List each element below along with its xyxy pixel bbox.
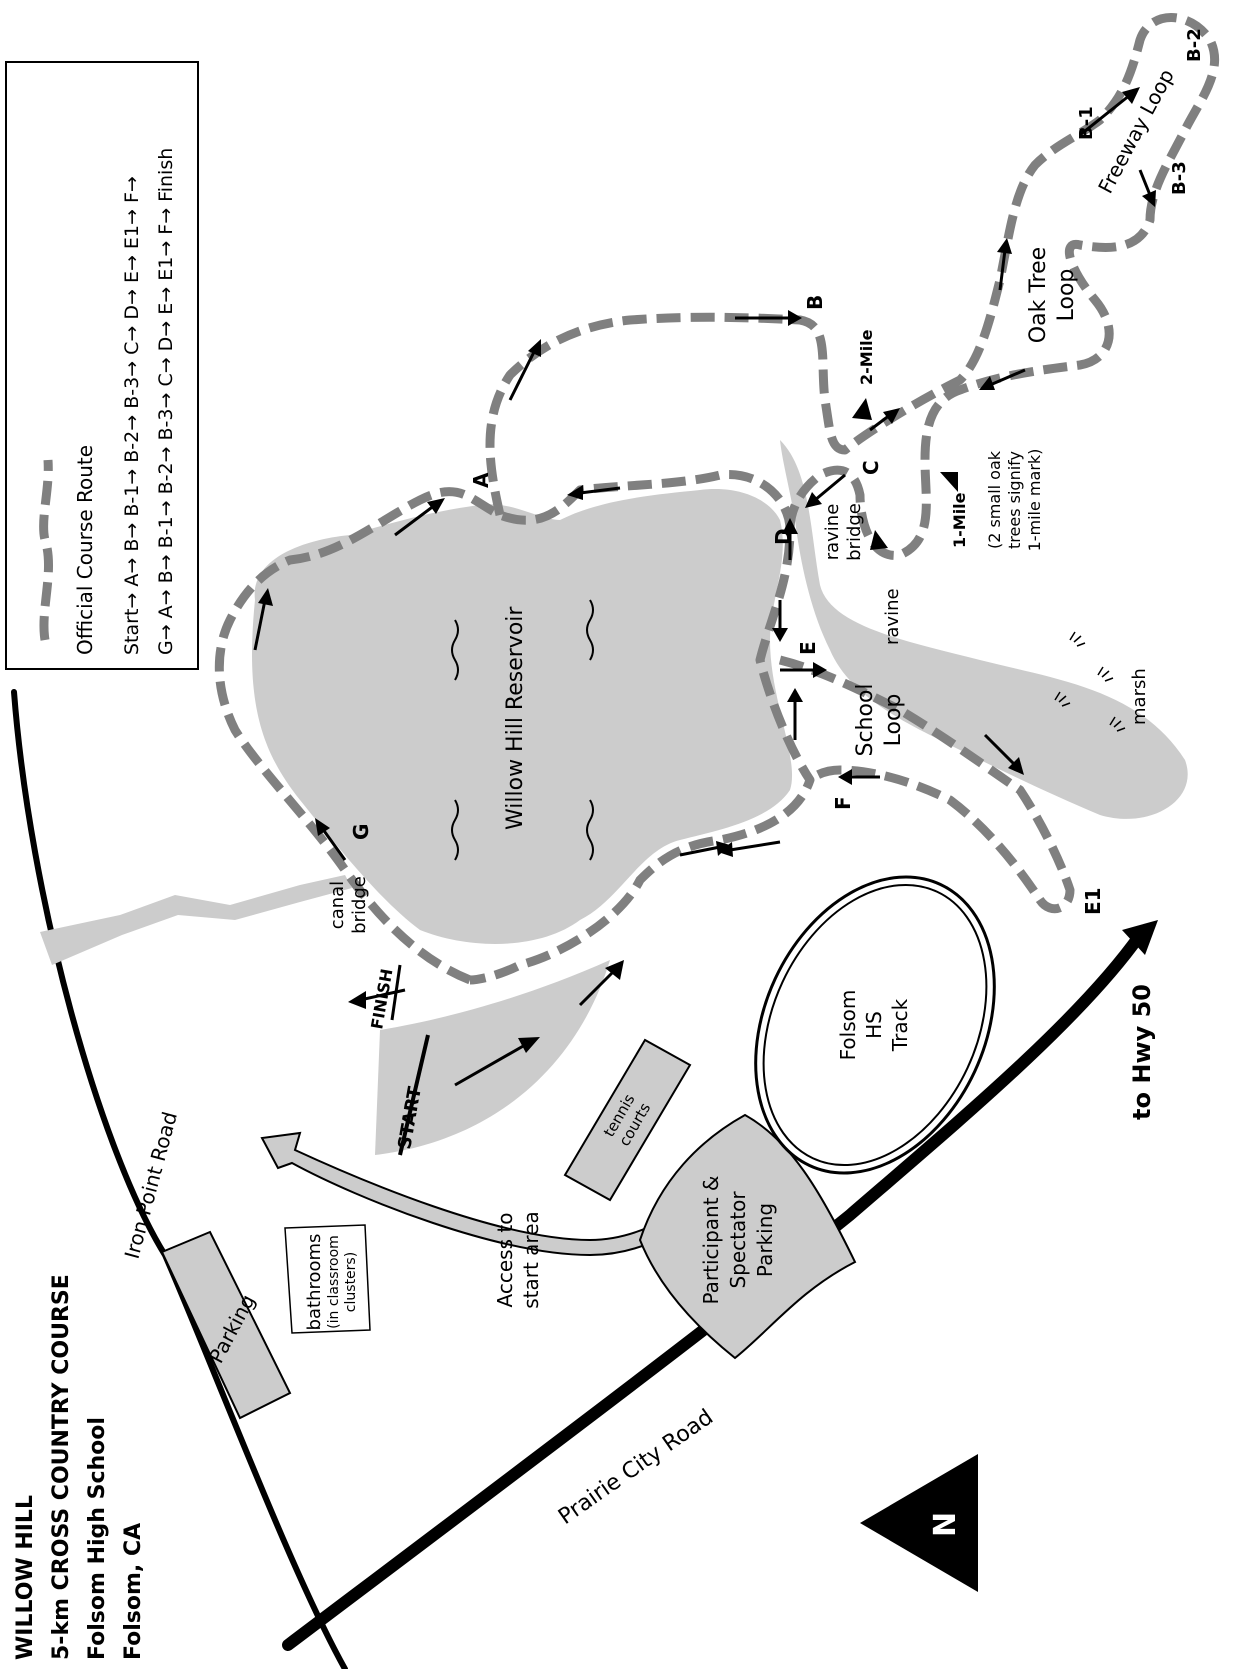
one-mile-note-3: 1-mile mark) bbox=[1025, 449, 1044, 552]
north-label: N bbox=[928, 1512, 963, 1537]
finish-label: FINISH bbox=[367, 967, 396, 1031]
title-line-1: WILLOW HILL bbox=[13, 1495, 38, 1660]
ravine-label: ravine bbox=[882, 588, 903, 645]
checkpoint-e: E bbox=[796, 641, 820, 655]
folsom-hs-track: Folsom HS Track bbox=[754, 875, 996, 1175]
one-mile-note-2: trees signify bbox=[1005, 451, 1024, 549]
checkpoint-c: C bbox=[859, 460, 883, 475]
one-mile-marker-arrow bbox=[870, 530, 888, 550]
bathrooms-note: (in classroom bbox=[326, 1235, 342, 1329]
canal bbox=[40, 875, 352, 965]
route-arrows bbox=[253, 87, 1156, 1087]
finish-line bbox=[390, 964, 402, 1021]
ravine-bridge-label-2: bridge bbox=[844, 503, 865, 561]
north-arrow: N bbox=[860, 1454, 978, 1592]
checkpoint-d: D bbox=[771, 528, 795, 545]
marsh-label: marsh bbox=[1129, 668, 1150, 725]
bathrooms-box: bathrooms (in classroom clusters) bbox=[284, 1224, 371, 1334]
start-line bbox=[398, 1034, 430, 1156]
ravine-bridge-label-1: ravine bbox=[822, 504, 843, 561]
school-loop bbox=[778, 655, 1075, 914]
checkpoint-e1: E1 bbox=[1081, 887, 1105, 915]
bathrooms-label: bathrooms bbox=[304, 1234, 325, 1331]
legend-sequence-2: G→ A→ B→ B-1→ B-2→ B-3→ C→ D→ E→ E1→ F→ … bbox=[155, 148, 177, 655]
oak-tree-loop-label-1: Oak Tree bbox=[1026, 247, 1051, 343]
checkpoint-b: B bbox=[803, 295, 827, 310]
checkpoint-g: G bbox=[349, 824, 373, 840]
track-label-1: Folsom bbox=[836, 990, 860, 1061]
title-block: WILLOW HILL 5-km CROSS COUNTRY COURSE Fo… bbox=[13, 1274, 146, 1660]
one-mile-note-1: (2 small oak bbox=[985, 450, 1004, 549]
checkpoint-f: F bbox=[831, 796, 855, 810]
legend-sequence-1: Start→ A→ B→ B-1→ B-2→ B-3→ C→ D→ E→ E1→… bbox=[121, 176, 143, 655]
checkpoint-b1: B-1 bbox=[1076, 106, 1097, 140]
legend: Official Course Route Start→ A→ B→ B-1→ … bbox=[5, 61, 199, 670]
bathrooms-note-2: clusters) bbox=[343, 1252, 359, 1312]
canal-bridge-label-2: bridge bbox=[349, 876, 370, 934]
marsh-grass bbox=[1054, 631, 1126, 732]
one-mile-marker bbox=[940, 472, 958, 492]
oak-tree-loop-label-2: Loop bbox=[1054, 269, 1079, 322]
two-mile-label: 2-Mile bbox=[857, 329, 876, 385]
access-label-2: start area bbox=[519, 1211, 543, 1309]
one-mile-label: 1-Mile bbox=[950, 492, 969, 548]
track-label-2: HS bbox=[862, 1011, 886, 1039]
parking-lot-label-3: Parking bbox=[753, 1203, 777, 1277]
parking-lot-label-2: Spectator bbox=[726, 1191, 750, 1289]
start-area bbox=[375, 960, 610, 1155]
checkpoint-a: A bbox=[469, 472, 493, 488]
school-loop-label-2: Loop bbox=[881, 694, 906, 747]
title-line-2: 5-km CROSS COUNTRY COURSE bbox=[49, 1274, 74, 1660]
parking-box: Parking bbox=[160, 1230, 292, 1420]
two-mile-marker bbox=[852, 398, 872, 420]
checkpoint-b3: B-3 bbox=[1169, 161, 1190, 195]
hwy-arrow-head bbox=[1122, 920, 1158, 955]
participant-spectator-parking: Participant & Spectator Parking bbox=[638, 1113, 857, 1360]
checkpoint-b2: B-2 bbox=[1184, 28, 1205, 62]
canal-bridge-label-1: canal bbox=[327, 881, 348, 929]
title-line-4: Folsom, CA bbox=[121, 1523, 146, 1660]
freeway-loop-label: Freeway Loop bbox=[1093, 65, 1179, 197]
reservoir-label: Willow Hill Reservoir bbox=[503, 606, 528, 830]
reservoir-loop bbox=[214, 469, 815, 985]
ravine-marsh bbox=[780, 440, 1188, 819]
parking-lot-label-1: Participant & bbox=[699, 1175, 723, 1304]
iron-point-road bbox=[11, 689, 348, 1669]
water-waves bbox=[451, 599, 594, 861]
hwy-label: to Hwy 50 bbox=[1128, 984, 1156, 1120]
route-a-b bbox=[485, 13, 1220, 560]
school-loop-label-1: School bbox=[853, 683, 878, 756]
title-line-3: Folsom High School bbox=[85, 1417, 110, 1660]
legend-route-label: Official Course Route bbox=[73, 445, 97, 655]
willow-hill-reservoir bbox=[252, 489, 793, 944]
track-label-3: Track bbox=[888, 998, 912, 1052]
access-label-1: Access to bbox=[493, 1213, 517, 1308]
legend-route-sample bbox=[39, 459, 54, 641]
tennis-courts: tennis courts bbox=[563, 1038, 692, 1202]
course-route bbox=[214, 13, 1220, 1087]
